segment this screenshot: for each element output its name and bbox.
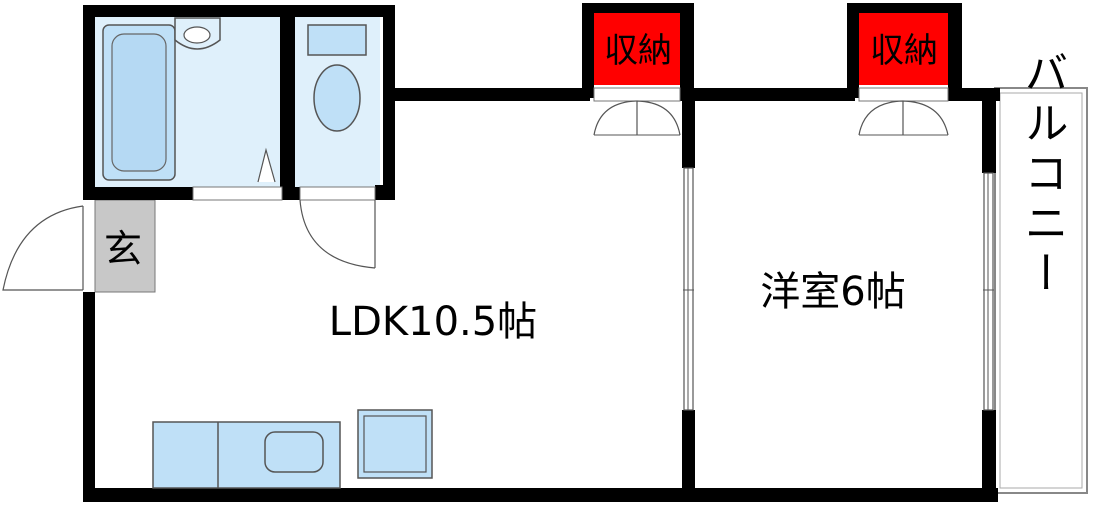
toilet-icon — [307, 24, 367, 132]
walls — [83, 3, 1000, 502]
bathtub-icon — [102, 24, 176, 181]
appliance-icon — [357, 409, 433, 479]
western-room-label: 洋室6帖 — [760, 269, 905, 315]
storage-left — [585, 5, 692, 85]
balcony-label: バルコニー — [1017, 50, 1068, 300]
storage-right-doors-icon — [858, 87, 949, 136]
balcony — [994, 87, 1088, 494]
storage-right-label: 収納 — [870, 31, 938, 71]
entrance-door-icon — [2, 205, 84, 291]
storage-right — [850, 5, 958, 85]
ldk-label: LDK10.5帖 — [329, 299, 537, 345]
toilet-door-icon — [299, 199, 376, 269]
toilet-doorway — [299, 186, 376, 201]
wash-basin-icon — [174, 17, 221, 50]
entrance-label: 玄 — [104, 227, 142, 271]
kitchen-counter — [152, 421, 341, 489]
bathroom-doorway — [192, 186, 283, 201]
balcony-window — [983, 172, 994, 411]
storage-left-label: 収納 — [604, 31, 672, 71]
entrance-floor — [94, 199, 156, 293]
drain-marker-icon — [257, 147, 276, 183]
sink-icon — [264, 431, 324, 473]
storage-left-doors-icon — [593, 87, 681, 136]
sliding-door-partition — [683, 167, 694, 411]
